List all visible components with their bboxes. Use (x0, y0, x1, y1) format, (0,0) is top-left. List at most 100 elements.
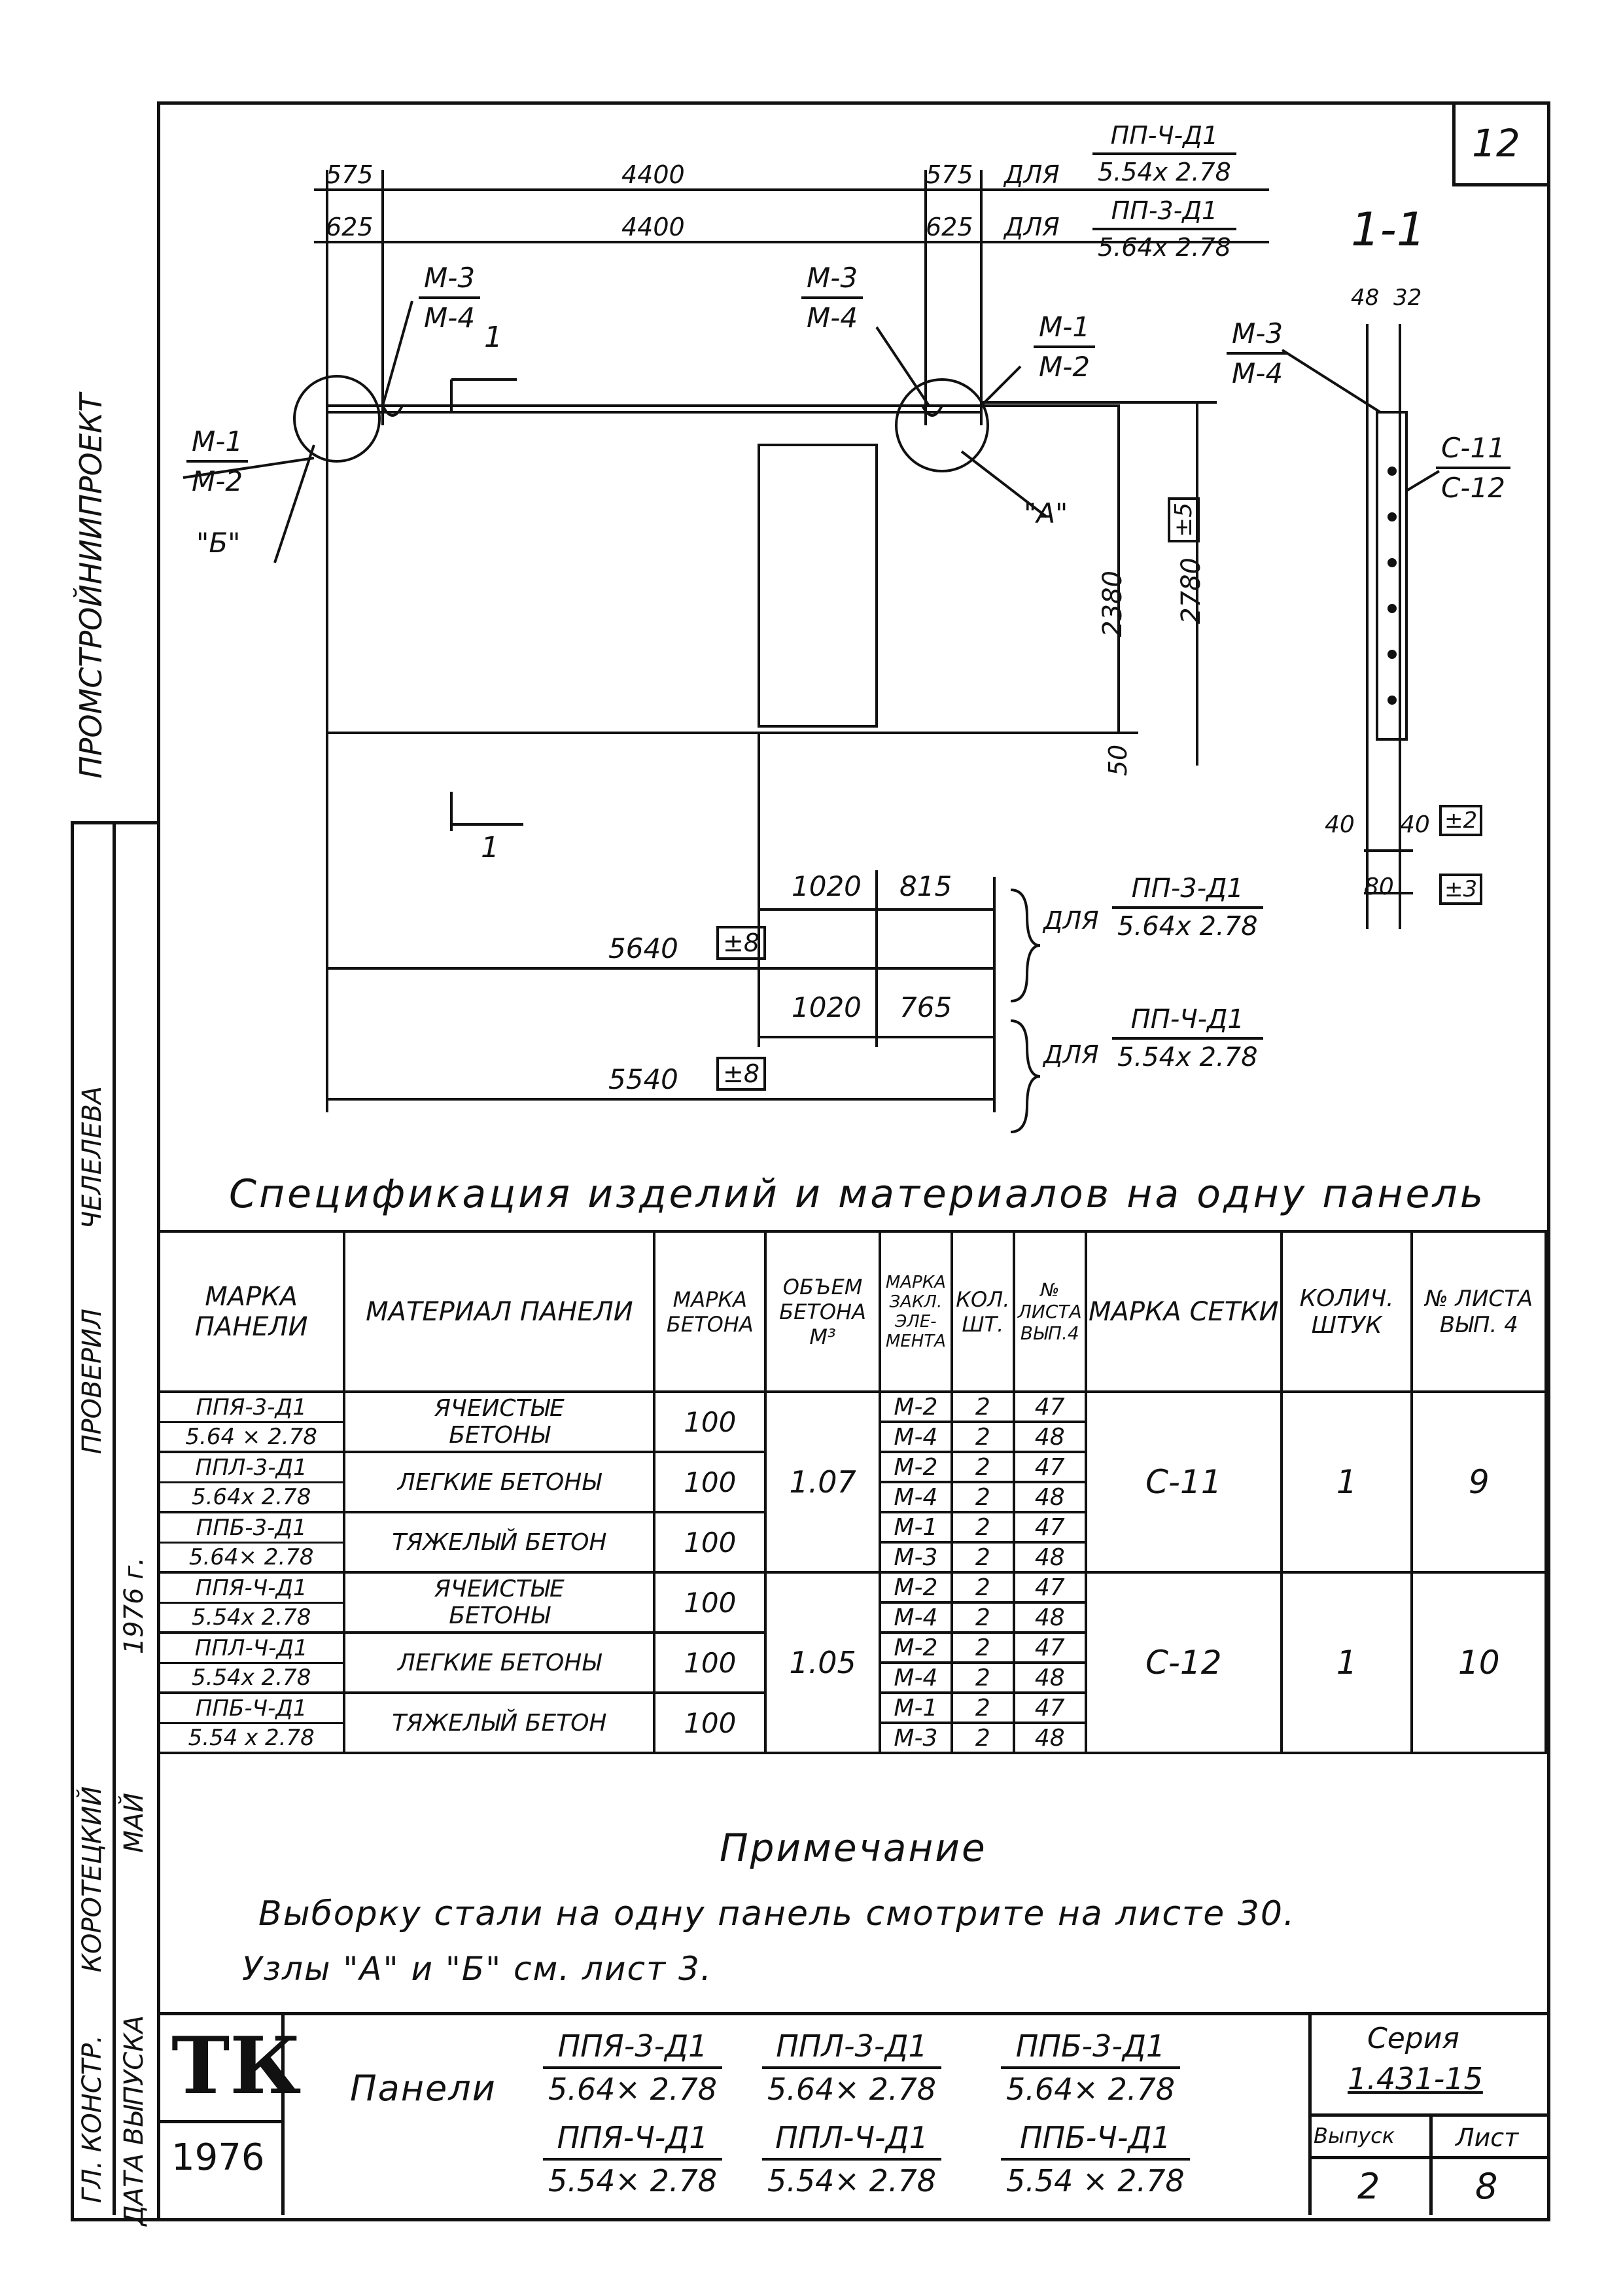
dim-5540: 5540 (608, 1063, 678, 1095)
panel-4-size: 5.54х 2.78 (1117, 1042, 1258, 1072)
section-dim-48: 48 (1351, 285, 1380, 311)
mesh-qty-cell: 1 (1280, 1390, 1414, 1574)
title-panel-3: ППБ-3-Д1 5.64× 2.78 (1001, 2028, 1181, 2107)
section-dim-32: 32 (1393, 285, 1422, 311)
top-panel-3-label: ПП-3-Д1 5.64х 2.78 (1092, 196, 1236, 262)
item-mark: М-4 (878, 1421, 953, 1453)
item-qty: 2 (950, 1481, 1015, 1513)
section-mark-m4: М-4 (1232, 357, 1283, 389)
dim-625-right: 625 (926, 213, 973, 241)
item-sheet: 48 (1012, 1601, 1087, 1634)
role-year: 1976 г. (119, 1557, 149, 1655)
title-panel-name: ППЛ-3-Д1 (762, 2028, 942, 2069)
panel-name: ППБ-Ч-Д1 (160, 1695, 343, 1724)
grade-cell: 100 (653, 1571, 767, 1634)
title-label: Панели (350, 2068, 497, 2109)
section-tol-3: ±3 (1439, 874, 1483, 905)
title-panel-size: 5.64× 2.78 (548, 2072, 718, 2107)
series-value: 1.431-15 (1348, 2061, 1483, 2096)
item-mark: М-2 (878, 1451, 953, 1483)
section-dim-40-b: 40 (1400, 811, 1430, 838)
role-month: МАЙ (119, 1793, 149, 1853)
panel-3-size: 5.64х 2.78 (1117, 911, 1258, 942)
panel-name: ППБ-3-Д1 (160, 1514, 343, 1544)
dim-1020-b: 1020 (792, 991, 862, 1023)
section-tol-2: ±2 (1439, 805, 1483, 836)
panel-cell: ППЛ-3-Д1 5.64х 2.78 (156, 1451, 346, 1513)
mark-m2: М-2 (1039, 351, 1091, 383)
volume-cell: 1.07 (764, 1390, 881, 1574)
bottom-panel-3-label: ПП-3-Д1 5.64х 2.78 (1112, 874, 1263, 942)
title-panel-6: ППБ-Ч-Д1 5.54 × 2.78 (1001, 2120, 1190, 2199)
panel-size: 5.64 × 2.78 (185, 1423, 317, 1450)
title-panel-1: ППЯ-3-Д1 5.64× 2.78 (543, 2028, 723, 2107)
material-cell: ЯЧЕИСТЫЕ БЕТОНЫ (343, 1390, 656, 1453)
item-qty: 2 (950, 1691, 1015, 1724)
item-qty: 2 (950, 1541, 1015, 1574)
dim-575-left: 575 (326, 160, 374, 189)
title-panel-name: ППБ-Ч-Д1 (1001, 2120, 1190, 2161)
issue-value: 2 (1357, 2166, 1380, 2207)
panel-4-size: 5.54х 2.78 (1098, 158, 1231, 186)
title-block (157, 2012, 1547, 2218)
title-block-logo-hline (157, 2120, 281, 2123)
node-b-label: "Б" (196, 527, 241, 559)
item-qty: 2 (950, 1421, 1015, 1453)
issue-label: Выпуск (1314, 2123, 1395, 2148)
panel-cell: ППЛ-Ч-Д1 5.54х 2.78 (156, 1631, 346, 1694)
panel-size: 5.54 х 2.78 (188, 1724, 315, 1751)
item-mark: М-2 (878, 1390, 953, 1423)
section-mark-c12: С-12 (1441, 472, 1505, 504)
mark-m3-m4-center: М-3 М-4 (801, 262, 864, 334)
section-mark-m3: М-3 (1227, 317, 1289, 355)
grade-cell: 100 (653, 1631, 767, 1694)
title-panel-name: ППЛ-Ч-Д1 (762, 2120, 942, 2161)
spec-table: МАРКА ПАНЕЛИ МАТЕРИАЛ ПАНЕЛИ МАРКА БЕТОН… (156, 1230, 1547, 1754)
role-chief: ГЛ. КОНСТР. (77, 2035, 107, 2203)
mesh-cell: С-11 (1084, 1390, 1283, 1574)
panel-size: 5.54х 2.78 (191, 1664, 311, 1691)
sheet-label: Лист (1456, 2123, 1519, 2152)
title-panel-name: ППЯ-3-Д1 (543, 2028, 723, 2069)
title-panel-size: 5.64× 2.78 (1006, 2072, 1176, 2107)
item-qty: 2 (950, 1511, 1015, 1544)
corner-sheet-box (1452, 101, 1547, 186)
panel-3-name: ПП-3-Д1 (1092, 196, 1236, 230)
dim-tol-8-a: ±8 (716, 926, 767, 960)
header-concrete-volume: ОБЪЕМ БЕТОНА М³ (764, 1230, 881, 1393)
header-sheet-no: № ЛИСТА ВЫП.4 (1012, 1230, 1087, 1393)
title-block-series-hline (1308, 2113, 1547, 2117)
item-mark: М-2 (878, 1571, 953, 1604)
item-qty: 2 (950, 1601, 1015, 1634)
material-cell: ЛЕГКИЕ БЕТОНЫ (343, 1631, 656, 1694)
panel-name: ППЛ-3-Д1 (160, 1454, 343, 1483)
series-label: Серия (1367, 2022, 1459, 2055)
item-qty: 2 (950, 1451, 1015, 1483)
header-embedded-mark: МАРКА ЗАКЛ. ЭЛЕ-МЕНТА (878, 1230, 953, 1393)
role-date: ДАТА ВЫПУСКА (119, 2015, 149, 2226)
section-mark-m3-m4: М-3 М-4 (1227, 317, 1289, 389)
item-sheet: 47 (1012, 1571, 1087, 1604)
panel-cell: ППЯ-3-Д1 5.64 × 2.78 (156, 1390, 346, 1453)
cut-label-top: 1 (484, 321, 502, 354)
panel-3-size: 5.64х 2.78 (1098, 233, 1231, 262)
header-panel-mark: МАРКА ПАНЕЛИ (156, 1230, 346, 1393)
title-year: 1976 (171, 2136, 265, 2179)
spec-title: Спецификация изделий и материалов на одн… (229, 1171, 1486, 1217)
for-label-1: ДЛЯ (1004, 160, 1060, 189)
title-panel-size: 5.54× 2.78 (767, 2163, 937, 2199)
dim-575-right: 575 (926, 160, 973, 189)
mesh-sheet-cell: 10 (1410, 1571, 1547, 1754)
mark-m1: М-1 (1034, 311, 1096, 348)
item-mark: М-1 (878, 1511, 953, 1544)
cut-label-bottom: 1 (481, 831, 499, 864)
sheet-value: 8 (1475, 2166, 1498, 2207)
item-sheet: 47 (1012, 1390, 1087, 1423)
dim-4400-second: 4400 (621, 213, 685, 241)
header-mesh-mark: МАРКА СЕТКИ (1084, 1230, 1283, 1393)
mark-m1: М-1 (186, 425, 249, 463)
item-mark: М-2 (878, 1631, 953, 1664)
section-title: 1-1 (1351, 203, 1426, 256)
dim-2780: 2780 (1176, 557, 1206, 624)
item-mark: М-4 (878, 1601, 953, 1634)
